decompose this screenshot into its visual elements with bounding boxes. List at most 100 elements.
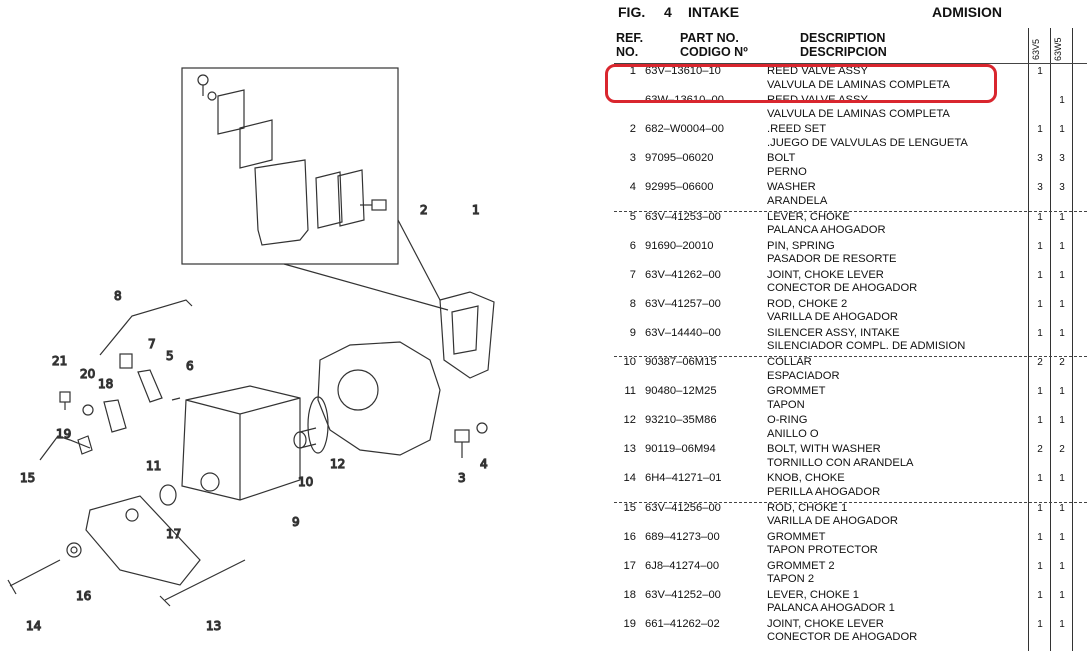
ref-header-line1: REF. — [616, 31, 644, 45]
callout-17: 17 — [166, 527, 181, 541]
col-divider-2 — [1050, 28, 1051, 651]
desc-header-line1: DESCRIPTION — [800, 31, 886, 45]
part-number: 682–W0004–00 — [645, 123, 725, 136]
qty-63w5: 1 — [1059, 269, 1065, 281]
part-header-line2: CODIGO Nº — [680, 45, 748, 59]
part-number: 661–41262–02 — [645, 617, 720, 630]
ref-number: 4 — [629, 181, 636, 194]
callout-1: 1 — [472, 203, 480, 217]
description-es: PASADOR DE RESORTE — [767, 253, 897, 266]
ref-number: 15 — [623, 501, 636, 514]
callout-7: 7 — [148, 337, 156, 351]
description-en: KNOB, CHOKE — [767, 472, 845, 485]
callout-16: 16 — [76, 589, 91, 603]
qty-63v5: 1 — [1037, 124, 1043, 136]
ref-number: 9 — [629, 326, 636, 339]
qty-63v5: 1 — [1037, 386, 1043, 398]
lever-choke-18 — [103, 399, 127, 433]
inset-reed-body — [254, 159, 309, 246]
o-ring — [307, 396, 329, 454]
row-separator — [614, 210, 1087, 212]
callout-11: 11 — [146, 459, 161, 473]
qty-63v5: 1 — [1037, 473, 1043, 485]
qty-63v5: 1 — [1037, 66, 1043, 77]
qty-63w5: 1 — [1059, 415, 1065, 427]
description-header: DESCRIPTION DESCRIPCION — [800, 31, 887, 59]
callout-4: 4 — [480, 457, 488, 471]
part-number: 63V–41257–00 — [645, 297, 721, 310]
choke-rod-15 — [39, 435, 91, 461]
ref-number: 18 — [623, 588, 636, 601]
ref-header-line2: NO. — [616, 45, 639, 59]
description-en: JOINT, CHOKE LEVER — [767, 617, 884, 630]
description-en: ROD, CHOKE 2 — [767, 297, 848, 310]
bolt-3 — [454, 429, 470, 458]
joint-7 — [119, 353, 133, 369]
inset-reed-right — [315, 169, 365, 229]
description-en: GROMMET — [767, 530, 826, 543]
inset-bolt-top — [197, 74, 209, 96]
ref-number: 7 — [629, 268, 636, 281]
inset-leader-2 — [397, 219, 441, 301]
part-number: 63V–13610–10 — [645, 65, 721, 77]
inset-leader-1 — [283, 263, 449, 311]
description-es: ANILLO O — [767, 427, 819, 440]
description-en: COLLAR — [767, 356, 812, 368]
callout-9: 9 — [292, 515, 300, 529]
description-es: SILENCIADOR COMPL. DE ADMISION — [767, 340, 966, 353]
description-es: TAPON 2 — [767, 573, 815, 586]
ref-number: 1 — [629, 65, 636, 77]
description-es: VARILLA DE AHOGADOR — [767, 515, 898, 527]
description-es: CONECTOR DE AHOGADOR — [767, 631, 918, 644]
desc-header-line2: DESCRIPCION — [800, 45, 887, 59]
callout-10: 10 — [298, 475, 313, 489]
spring-pin-6 — [171, 397, 181, 401]
part-number: 93210–35M86 — [645, 414, 717, 427]
ref-number: 19 — [623, 617, 636, 630]
inset-stopper-plate — [217, 89, 245, 135]
silencer-port — [200, 472, 220, 492]
part-number: 90480–12M25 — [645, 385, 717, 398]
qty-63w5: 1 — [1059, 211, 1065, 223]
qty-63w5: 1 — [1059, 240, 1065, 252]
ref-no-header: REF. NO. — [616, 31, 643, 59]
callout-21: 21 — [52, 354, 67, 368]
bolt-21 — [59, 391, 71, 410]
part-number: 92995–06600 — [645, 181, 714, 194]
description-es: TAPON PROTECTOR — [767, 544, 878, 557]
part-number: 90387–06M15 — [645, 356, 717, 368]
callout-12: 12 — [330, 457, 345, 471]
callout-6: 6 — [186, 359, 194, 373]
part-number: 91690–20010 — [645, 239, 714, 252]
highlight-annotation — [605, 64, 997, 103]
ref-number: 13 — [623, 443, 636, 456]
qty-63v5: 1 — [1037, 211, 1043, 223]
lower-cowl-panel — [85, 495, 201, 586]
description-en: WASHER — [767, 181, 816, 194]
choke-knob-14 — [7, 559, 61, 595]
callout-18: 18 — [98, 377, 113, 391]
qty-63w5: 1 — [1059, 386, 1065, 398]
exploded-parts-diagram: 1 2 3 4 5 6 7 8 9 10 11 12 13 14 15 16 1… — [7, 67, 495, 634]
ref-number: 8 — [629, 297, 636, 310]
description-es: VALVULA DE LAMINAS COMPLETA — [767, 78, 950, 91]
row-separator — [614, 501, 1087, 503]
qty-63v5: 1 — [1037, 502, 1043, 514]
description-en: LEVER, CHOKE 1 — [767, 588, 860, 601]
description-es: .JUEGO DE VALVULAS DE LENGUETA — [767, 136, 968, 149]
collar — [293, 427, 317, 449]
callout-2: 2 — [420, 203, 428, 217]
callout-3: 3 — [458, 471, 466, 485]
ref-number: 10 — [623, 356, 636, 368]
qty-63w5: 1 — [1059, 531, 1065, 543]
col-divider-1 — [1028, 28, 1029, 651]
qty-63w5: 3 — [1059, 182, 1065, 194]
qty-63w5: 1 — [1059, 618, 1065, 630]
